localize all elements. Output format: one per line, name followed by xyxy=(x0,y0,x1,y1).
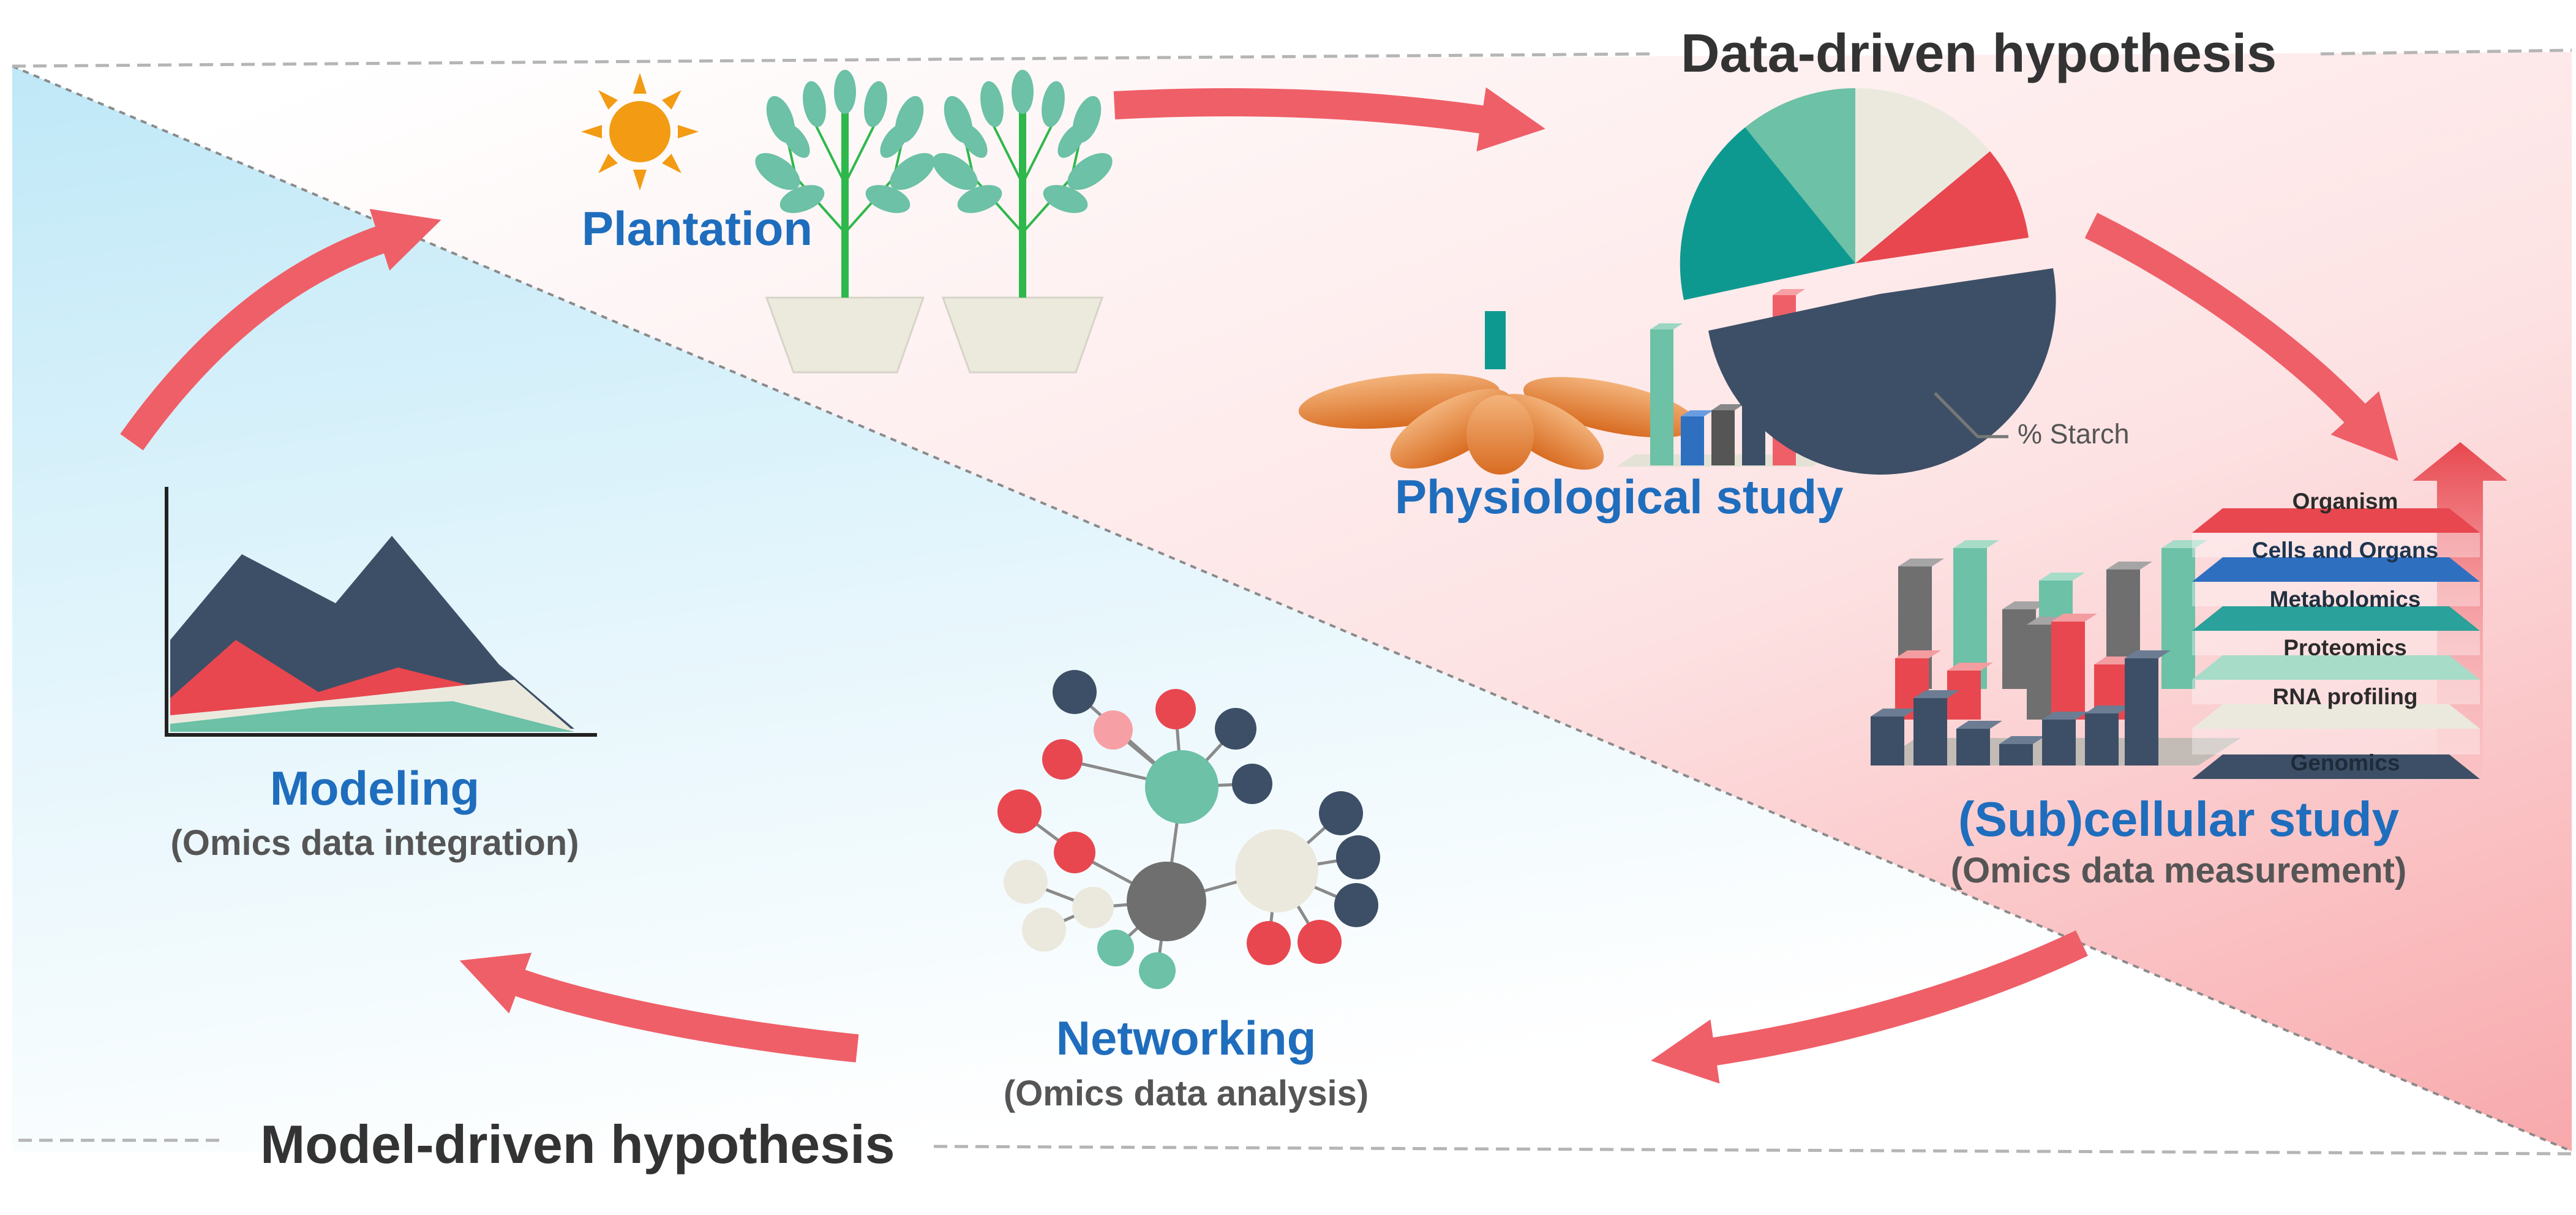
cycle-arrows xyxy=(120,87,2398,1084)
layer-label-organism: Organism xyxy=(2292,489,2398,514)
plant-right-icon xyxy=(933,70,1113,374)
network-node xyxy=(1215,708,1256,750)
network-node xyxy=(1334,883,1378,927)
subcellular-title: (Sub)cellular study xyxy=(1958,792,2400,846)
network-node xyxy=(1247,921,1291,965)
arrow-plantation-to-physiology xyxy=(1113,87,1545,152)
arrow-physiology-to-subcellular xyxy=(2084,213,2398,461)
network-graph xyxy=(997,670,1380,989)
tower-arrow xyxy=(2413,442,2507,775)
starch-pie-chart xyxy=(1680,88,2056,475)
layer-label-cells-and-organs: Cells and Organs xyxy=(2251,538,2439,563)
network-node xyxy=(1097,930,1134,966)
bottom-dashed-line-right xyxy=(933,1145,2572,1156)
network-node xyxy=(1053,670,1097,714)
arrow-modeling-to-plantation xyxy=(120,209,441,451)
network-node xyxy=(1139,952,1176,989)
modeling-area-chart xyxy=(165,487,597,737)
network-node xyxy=(1155,689,1196,729)
model-driven-title: Model-driven hypothesis xyxy=(260,1114,895,1175)
physiological-title: Physiological study xyxy=(1395,470,1844,524)
data-driven-title: Data-driven hypothesis xyxy=(1681,23,2277,83)
network-node xyxy=(1127,862,1206,941)
networking-subtitle: (Omics data analysis) xyxy=(1003,1074,1369,1113)
layer-label-rna-profiling: RNA profiling xyxy=(2272,684,2418,709)
network-node xyxy=(1235,829,1318,912)
network-node xyxy=(997,789,1042,833)
modeling-subtitle: (Omics data integration) xyxy=(170,823,579,863)
omics-bar-cluster xyxy=(1871,540,2241,765)
plantation-title: Plantation xyxy=(582,201,813,255)
network-node xyxy=(1004,860,1048,904)
network-node xyxy=(1297,920,1342,964)
diagonal-divider xyxy=(12,65,2572,1153)
network-node xyxy=(1022,908,1066,952)
layer-label-proteomics: Proteomics xyxy=(2283,635,2407,660)
networking-title: Networking xyxy=(1056,1011,1316,1065)
omics-layer-stack xyxy=(2192,442,2507,779)
subcellular-subtitle: (Omics data measurement) xyxy=(1950,851,2407,890)
cassava-root-icon xyxy=(1298,311,1698,475)
plant-left-icon xyxy=(755,70,935,374)
arrow-networking-to-modeling xyxy=(459,952,859,1063)
network-node xyxy=(1319,791,1363,835)
network-node xyxy=(1072,887,1114,928)
network-node xyxy=(1336,835,1380,879)
network-node xyxy=(1042,739,1083,780)
top-dashed-line-left xyxy=(12,52,1654,68)
network-node xyxy=(1232,764,1272,804)
modeling-title: Modeling xyxy=(269,761,480,815)
layer-label-metabolomics: Metabolomics xyxy=(2269,587,2421,612)
top-dashed-line-right xyxy=(2320,48,2572,56)
arrow-subcellular-to-networking xyxy=(1651,930,2088,1084)
starch-pie-label: % Starch xyxy=(2018,418,2130,450)
sun-icon xyxy=(581,73,699,190)
layer-label-genomics: Genomics xyxy=(2290,750,2400,775)
network-node xyxy=(1094,710,1133,750)
network-node xyxy=(1054,832,1095,873)
network-node xyxy=(1145,750,1219,824)
